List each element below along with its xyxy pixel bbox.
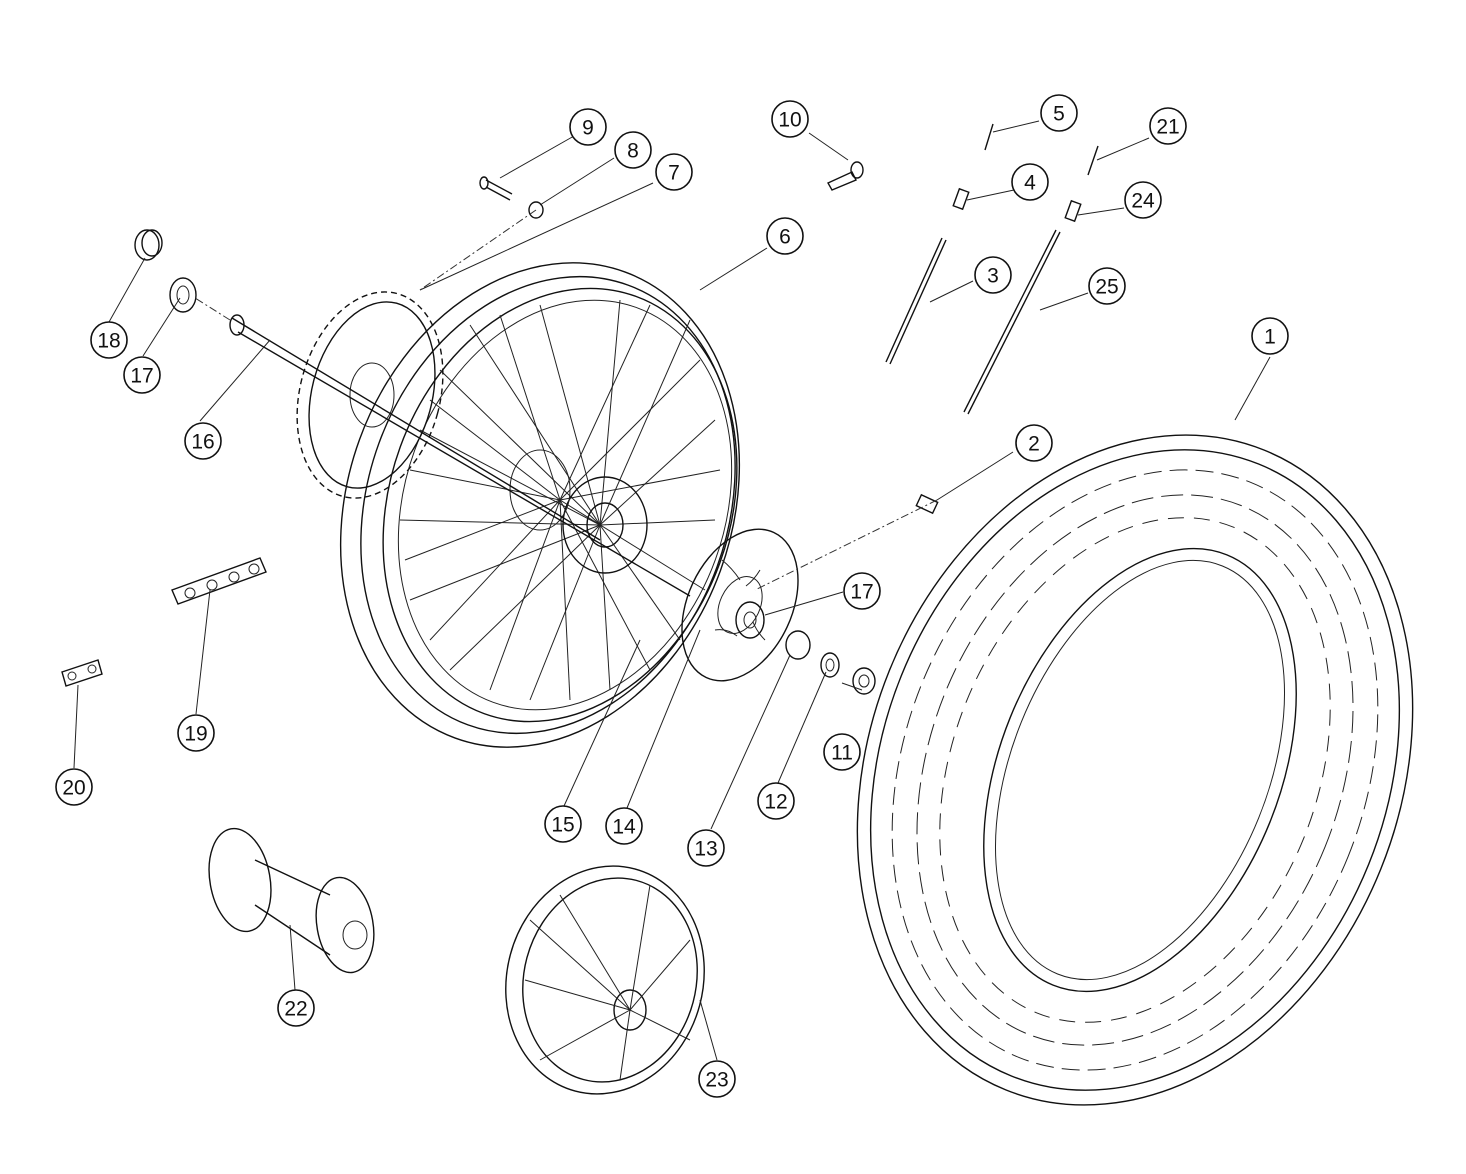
hub-assembly: [208, 827, 375, 974]
callout-24-number: 24: [1131, 190, 1155, 213]
callout-16-number: 16: [191, 431, 214, 454]
callout-23: 23: [698, 1060, 736, 1098]
callout-6: 6: [766, 217, 804, 255]
callout-4: 4: [1011, 163, 1049, 201]
callout-19-number: 19: [184, 723, 207, 746]
callout-4-number: 4: [1024, 172, 1036, 195]
callout-20: 20: [55, 768, 93, 806]
callout-3: 3: [974, 256, 1012, 294]
callout-6-number: 6: [779, 226, 791, 249]
callout-3-number: 3: [987, 265, 999, 288]
callout-13-number: 13: [694, 838, 717, 861]
callout-10: 10: [771, 100, 809, 138]
callout-20-number: 20: [62, 777, 85, 800]
callout-19: 19: [177, 714, 215, 752]
callout-17-left: 17: [123, 356, 161, 394]
callout-10-number: 10: [778, 109, 801, 132]
callout-25-number: 25: [1095, 276, 1118, 299]
callout-18-number: 18: [97, 330, 120, 353]
callout-22: 22: [277, 989, 315, 1027]
callout-7-number: 7: [668, 162, 680, 185]
callout-2: 2: [1015, 424, 1053, 462]
callout-8-number: 8: [627, 140, 639, 163]
callout-13: 13: [687, 829, 725, 867]
chain: [61, 557, 267, 687]
hardware-right: [735, 601, 876, 695]
callout-17-left-number: 17: [130, 365, 153, 388]
callout-12-number: 12: [764, 791, 787, 814]
callout-1: 1: [1251, 317, 1289, 355]
callout-17-right-number: 17: [850, 581, 873, 604]
callout-14-number: 14: [612, 816, 636, 839]
callout-15: 15: [544, 805, 582, 843]
spokes-and-nipples: [885, 123, 1099, 415]
callout-7: 7: [655, 153, 693, 191]
callouts: 1 2 3 4 5 6 7 8 9 10 11 12 13 14 15 16 1…: [55, 94, 1289, 1098]
leader-lines: [73, 120, 1271, 1061]
callout-5-number: 5: [1053, 103, 1065, 126]
hardware-left: [134, 229, 197, 313]
callout-15-number: 15: [551, 814, 574, 837]
valve: [827, 161, 864, 191]
callout-1-number: 1: [1264, 326, 1276, 349]
callout-25: 25: [1088, 267, 1126, 305]
callout-2-number: 2: [1028, 433, 1040, 456]
callout-11-number: 11: [831, 742, 853, 765]
callout-14: 14: [605, 807, 643, 845]
axle: [229, 314, 691, 597]
callout-8: 8: [614, 131, 652, 169]
callout-12: 12: [757, 782, 795, 820]
callout-11: 11: [823, 733, 861, 771]
main-wheel: [339, 262, 741, 748]
sprocket: [296, 291, 444, 499]
callout-21-number: 21: [1156, 116, 1179, 139]
callout-24: 24: [1124, 181, 1162, 219]
callout-9: 9: [569, 108, 607, 146]
brake-disc: [681, 528, 799, 682]
small-bolts: [479, 176, 939, 515]
callout-18: 18: [90, 321, 128, 359]
callout-5: 5: [1040, 94, 1078, 132]
callout-17-right: 17: [843, 572, 881, 610]
callout-23-number: 23: [705, 1069, 728, 1092]
callout-22-number: 22: [284, 998, 307, 1021]
callout-9-number: 9: [582, 117, 594, 140]
callout-16: 16: [184, 422, 222, 460]
tyre: [856, 434, 1414, 1106]
callout-21: 21: [1149, 107, 1187, 145]
small-wheel: [505, 865, 705, 1095]
